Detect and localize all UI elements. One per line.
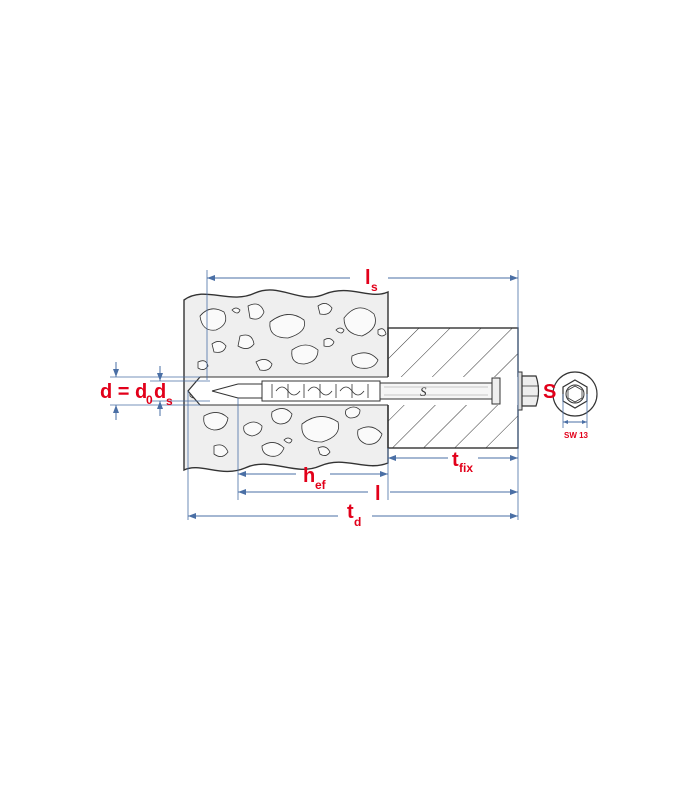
label-tfix-main: t — [452, 449, 459, 471]
label-td-main: t — [347, 501, 354, 523]
dimension-hef: h ef — [238, 465, 388, 492]
label-hef-sub: ef — [315, 478, 327, 492]
dimension-ls: l s — [207, 267, 518, 294]
label-d0-sub: 0 — [146, 393, 153, 407]
label-tfix-sub: fix — [459, 461, 473, 475]
label-ds-main: d — [154, 381, 166, 403]
label-ls-main: l — [365, 267, 371, 289]
dimension-d: d = d 0 — [100, 362, 153, 420]
label-l: l — [375, 483, 381, 505]
aggregate-stones — [189, 303, 387, 457]
hex-head-end-view — [552, 371, 598, 428]
bolt-marking-text: S — [420, 384, 427, 399]
dimension-ds: d s — [154, 366, 173, 416]
label-wrench-S: S — [543, 381, 556, 403]
label-d-equals: d = d — [100, 381, 147, 403]
dimension-tfix: t fix — [388, 449, 518, 475]
label-sw: SW 13 — [564, 431, 589, 440]
hex-nut — [517, 371, 540, 411]
anchor-bolt: S — [187, 376, 518, 406]
label-hef-main: h — [303, 465, 315, 487]
label-ds-sub: s — [166, 394, 173, 408]
label-td-sub: d — [354, 515, 361, 529]
dimension-l: l — [238, 483, 518, 505]
label-ls-sub: s — [371, 280, 378, 294]
dimension-td: t d — [188, 501, 518, 529]
